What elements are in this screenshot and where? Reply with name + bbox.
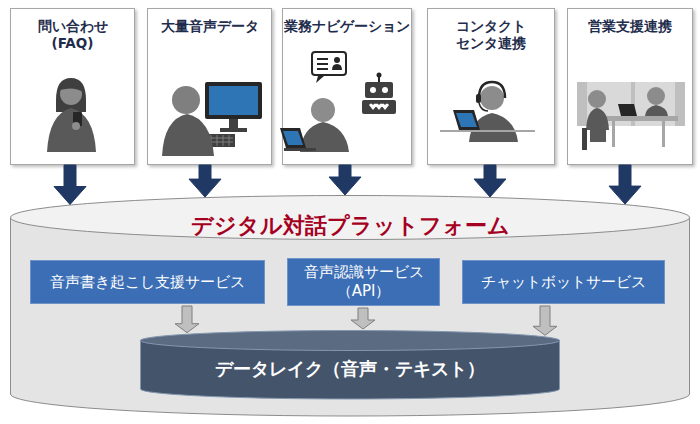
input-box: 問い合わせ (FAQ) — [10, 8, 135, 165]
source-title: 営業支援連携 — [571, 18, 689, 35]
service-box: 音声書き起こし支援サービス — [30, 260, 265, 304]
flow-arrow — [54, 165, 86, 205]
input-box: 業務ナビゲーション — [282, 8, 412, 165]
source-title: コンタクト センタ連携 — [449, 18, 533, 52]
source-title: 大量音声データ — [151, 18, 269, 35]
service-label: チャットボットサービス — [481, 273, 646, 292]
cylinder-top — [141, 331, 560, 351]
cylinder-title: デジタル対話プラットフォーム — [10, 211, 690, 241]
service-label: 音声認識サービス （API） — [294, 263, 433, 301]
data-lake-cylinder: データレイク（音声・テキスト） — [140, 330, 560, 400]
source-title: 業務ナビゲーション — [283, 18, 411, 35]
service-box: 音声認識サービス （API） — [287, 258, 440, 306]
data-arrow — [175, 306, 199, 333]
flow-arrow — [329, 165, 361, 195]
data-arrow — [351, 308, 375, 329]
cylinder-body — [11, 217, 690, 416]
cylinder-title: データレイク（音声・テキスト） — [140, 357, 560, 381]
source-title: 問い合わせ (FAQ) — [33, 18, 113, 52]
flow-arrow — [474, 165, 506, 197]
flow-arrow — [609, 165, 641, 204]
input-box: コンタクト センタ連携 — [427, 8, 555, 165]
service-label: 音声書き起こし支援サービス — [50, 273, 245, 292]
data-arrow — [533, 306, 557, 335]
flow-arrow — [189, 165, 221, 197]
platform-cylinder: デジタル対話プラットフォーム音声書き起こし支援サービス 音声認識サービス （API… — [10, 195, 690, 417]
input-box: 営業支援連携 — [567, 8, 693, 165]
input-box: 大量音声データ — [147, 8, 272, 165]
service-box: チャットボットサービス — [462, 260, 665, 304]
